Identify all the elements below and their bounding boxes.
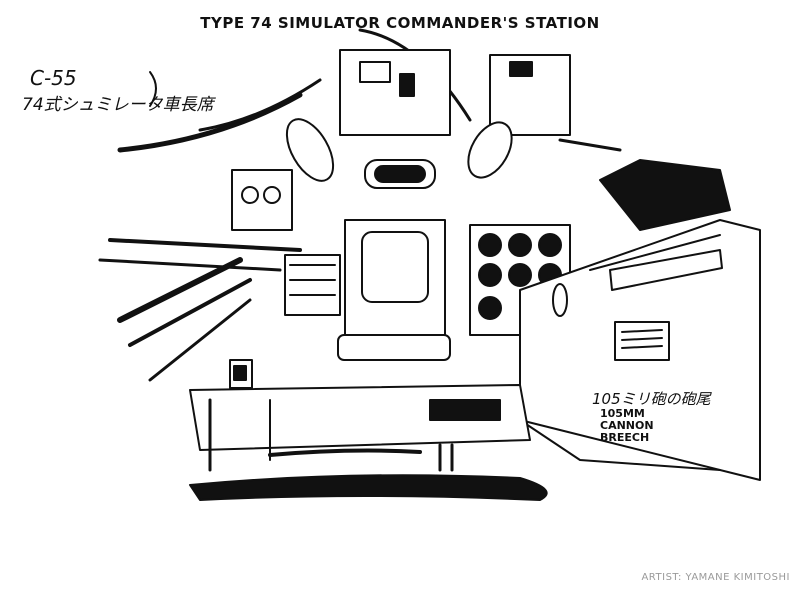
floor-shadow (189, 474, 548, 501)
breech-note-en: 105MM CANNON BREECH (600, 408, 654, 444)
artist-credit: ARTIST: YAMANE KIMITOSHI (641, 572, 790, 583)
drawing-title: TYPE 74 SIMULATOR COMMANDER'S STATION (200, 14, 600, 32)
breech-line: BREECH (600, 431, 650, 444)
commander-seat-cushion (337, 334, 451, 361)
top-control-box (339, 49, 451, 136)
caption-bracket (149, 71, 157, 107)
breech-data-plate (614, 321, 670, 361)
breech-line: 105MM (600, 407, 645, 420)
sheet-caption-note: 74式シュミレータ車長席 (22, 95, 214, 115)
roof-cable-left (117, 92, 303, 153)
breech-line: CANNON (600, 419, 654, 432)
sheet-code-note: C-55 (30, 66, 77, 90)
breech-note-ja: 105ミリ砲の砲尾 (592, 390, 711, 408)
hand-rail-left (117, 257, 243, 323)
top-right-control-box (489, 54, 571, 136)
left-instrument-panel (231, 169, 293, 231)
